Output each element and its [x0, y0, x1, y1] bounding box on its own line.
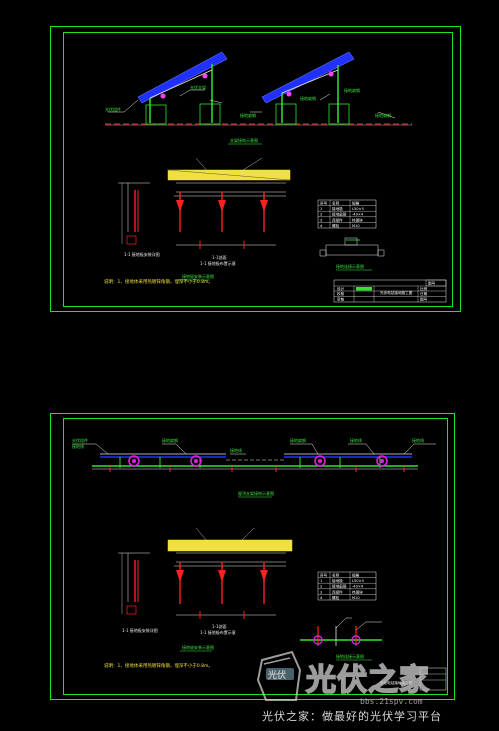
sheet-2-roof-elevation: 光伏组件 接地线 接地扁钢 接地线 接地扁钢 接地线 接地线 屋顶支架接地示意图	[72, 437, 436, 498]
sheet1-section-label: 1-1剖面	[212, 254, 227, 260]
sheet2-detail-title: 接地极安装示意图	[182, 644, 214, 650]
watermark-logo: 光伏 光伏之家 bbs.21spv.com	[256, 650, 430, 706]
sheet1-detail-sub: 1-1 接地极安装详图	[124, 251, 160, 257]
table-cell: 螺栓	[332, 223, 340, 228]
table-cell: 接地扁钢	[332, 584, 347, 589]
table-cell: 名称	[332, 201, 340, 206]
sheet-2-connection-detail: 接地连接示意图	[300, 617, 382, 661]
table-cell: 序号	[320, 573, 328, 578]
sheet2-note: 说明：1、接地体采用热镀锌角钢，埋深不小于0.8m。	[104, 662, 213, 669]
sheet1-detail-title: 接地极安装示意图	[182, 273, 214, 279]
table-cell: 规格	[352, 201, 360, 206]
table-cell: -40×4	[352, 213, 364, 217]
sheet1-callout-6: 接地扁钢	[375, 112, 391, 118]
titleblock-cell: 比例	[420, 286, 428, 291]
sheet1-callout-2: 光伏支架	[190, 84, 206, 90]
sheet-2-material-table: 序号 名称 规格 1 接地极 L50×5 2 接地扁钢 -40×4 3 连接件 …	[317, 571, 377, 601]
table-cell: 4	[320, 224, 323, 228]
titleblock-cell: 图号	[420, 297, 428, 302]
sheet1-small-detail-title: 接地连接示意图	[336, 263, 364, 269]
table-cell: 3	[320, 590, 322, 594]
sheet1-section-title: 支架接地示意图	[230, 137, 258, 143]
table-cell: L50×5	[352, 579, 364, 583]
sheet2-callout-1: 光伏组件	[72, 437, 88, 443]
sheet-1-title-block: 图号 光伏电站接地施工图 设计 比例 校核 日期 审核 图号	[333, 279, 447, 303]
table-cell: 1	[320, 207, 322, 211]
sheet-2-title-block: 光伏电站接地施工图	[380, 667, 447, 691]
titleblock-cell: 校核	[337, 291, 345, 296]
table-cell: 2	[320, 585, 322, 589]
sheet2-small-detail-title: 接地连接示意图	[336, 653, 364, 659]
sheet-1-array-elevation: 光伏组件 光伏支架 接地扁钢 接地扁钢 接地扁钢 接地扁钢 支架接地示意图	[105, 51, 412, 145]
sheet2-callout-6: 接地线	[350, 437, 362, 443]
table-cell: 接地极	[332, 206, 343, 211]
sheet2-callout-3: 接地扁钢	[162, 437, 178, 443]
sheet2-callout-4: 接地线	[230, 447, 242, 453]
sheet-2-ground-rod-detail: 1-1 接地极安装详图 1-1剖面 1-1 接地极布置示意 接地极安装示意图 说…	[104, 527, 293, 669]
table-cell: 热镀锌	[352, 589, 363, 594]
sheet2-detail-sub: 1-1 接地极安装详图	[122, 627, 158, 633]
table-cell: M10	[352, 224, 360, 228]
sheet2-section-sub: 1-1 接地极布置示意	[200, 629, 236, 635]
table-cell: 规格	[352, 573, 360, 578]
table-cell: L50×5	[352, 207, 364, 211]
table-cell: 名称	[332, 573, 340, 578]
watermark-slogan: 光伏之家：做最好的光伏学习平台	[262, 710, 442, 723]
sheet1-callout-3: 接地扁钢	[240, 112, 256, 118]
sheet2-section-label: 1-1剖面	[212, 623, 227, 629]
table-cell: 4	[320, 596, 323, 600]
watermark-logo-text: 光伏	[267, 669, 286, 681]
watermark-brand: 光伏之家	[306, 663, 430, 698]
sheet1-section-sub: 1-1 接地极布置示意	[200, 260, 236, 266]
sheet1-drawing-no: 图号	[428, 281, 436, 286]
table-cell: 连接件	[332, 589, 343, 594]
titleblock-cell: 审核	[337, 297, 345, 302]
drawing-sheet-1-inner	[63, 32, 453, 307]
drawing-sheet-2-inner	[63, 418, 448, 695]
titleblock-cell: 日期	[420, 291, 428, 296]
sheet-1-connection-detail: 接地连接示意图	[319, 237, 385, 271]
drawing-sheet-2-outer	[50, 413, 455, 700]
sheet2-section-title: 屋顶支架接地示意图	[238, 490, 274, 496]
table-cell: -40×4	[352, 585, 364, 589]
sheet1-note: 说明：1、接地体采用热镀锌角钢，埋深不小于0.8m。	[104, 278, 213, 285]
table-cell: 3	[320, 218, 322, 222]
table-cell: 连接件	[332, 217, 343, 222]
sheet1-callout-4: 接地扁钢	[300, 95, 316, 101]
sheet2-callout-2: 接地线	[72, 443, 84, 449]
sheet-1-material-table: 序号 名称 规格 1 接地极 L50×5 2 接地扁钢 -40×4 3 连接件 …	[317, 199, 377, 229]
sheet2-callout-7: 接地线	[412, 437, 424, 443]
table-cell: M10	[352, 596, 360, 600]
table-cell: 2	[320, 213, 322, 217]
drawing-sheet-1-outer	[50, 26, 461, 312]
sheet1-project-name: 光伏电站接地施工图	[380, 290, 413, 295]
table-cell: 螺栓	[332, 595, 340, 600]
sheet1-callout-5: 接地扁钢	[344, 87, 360, 93]
sheet2-callout-5: 接地扁钢	[290, 437, 306, 443]
sheet-1-ground-rod-detail: 1-1 接地极安装详图 1-1剖面 1-1 接地极布置示意 接地极安装示意图 说…	[104, 157, 291, 285]
titleblock-cell: 设计	[337, 286, 345, 291]
table-cell: 接地扁钢	[332, 212, 347, 217]
watermark-site: bbs.21spv.com	[360, 697, 423, 706]
table-cell: 接地极	[332, 578, 343, 583]
table-cell: 序号	[320, 201, 328, 206]
sheet2-project-name: 光伏电站接地施工图	[380, 680, 413, 685]
table-cell: 热镀锌	[352, 217, 363, 222]
table-cell: 1	[320, 579, 322, 583]
sheet1-callout-1: 光伏组件	[105, 106, 121, 112]
